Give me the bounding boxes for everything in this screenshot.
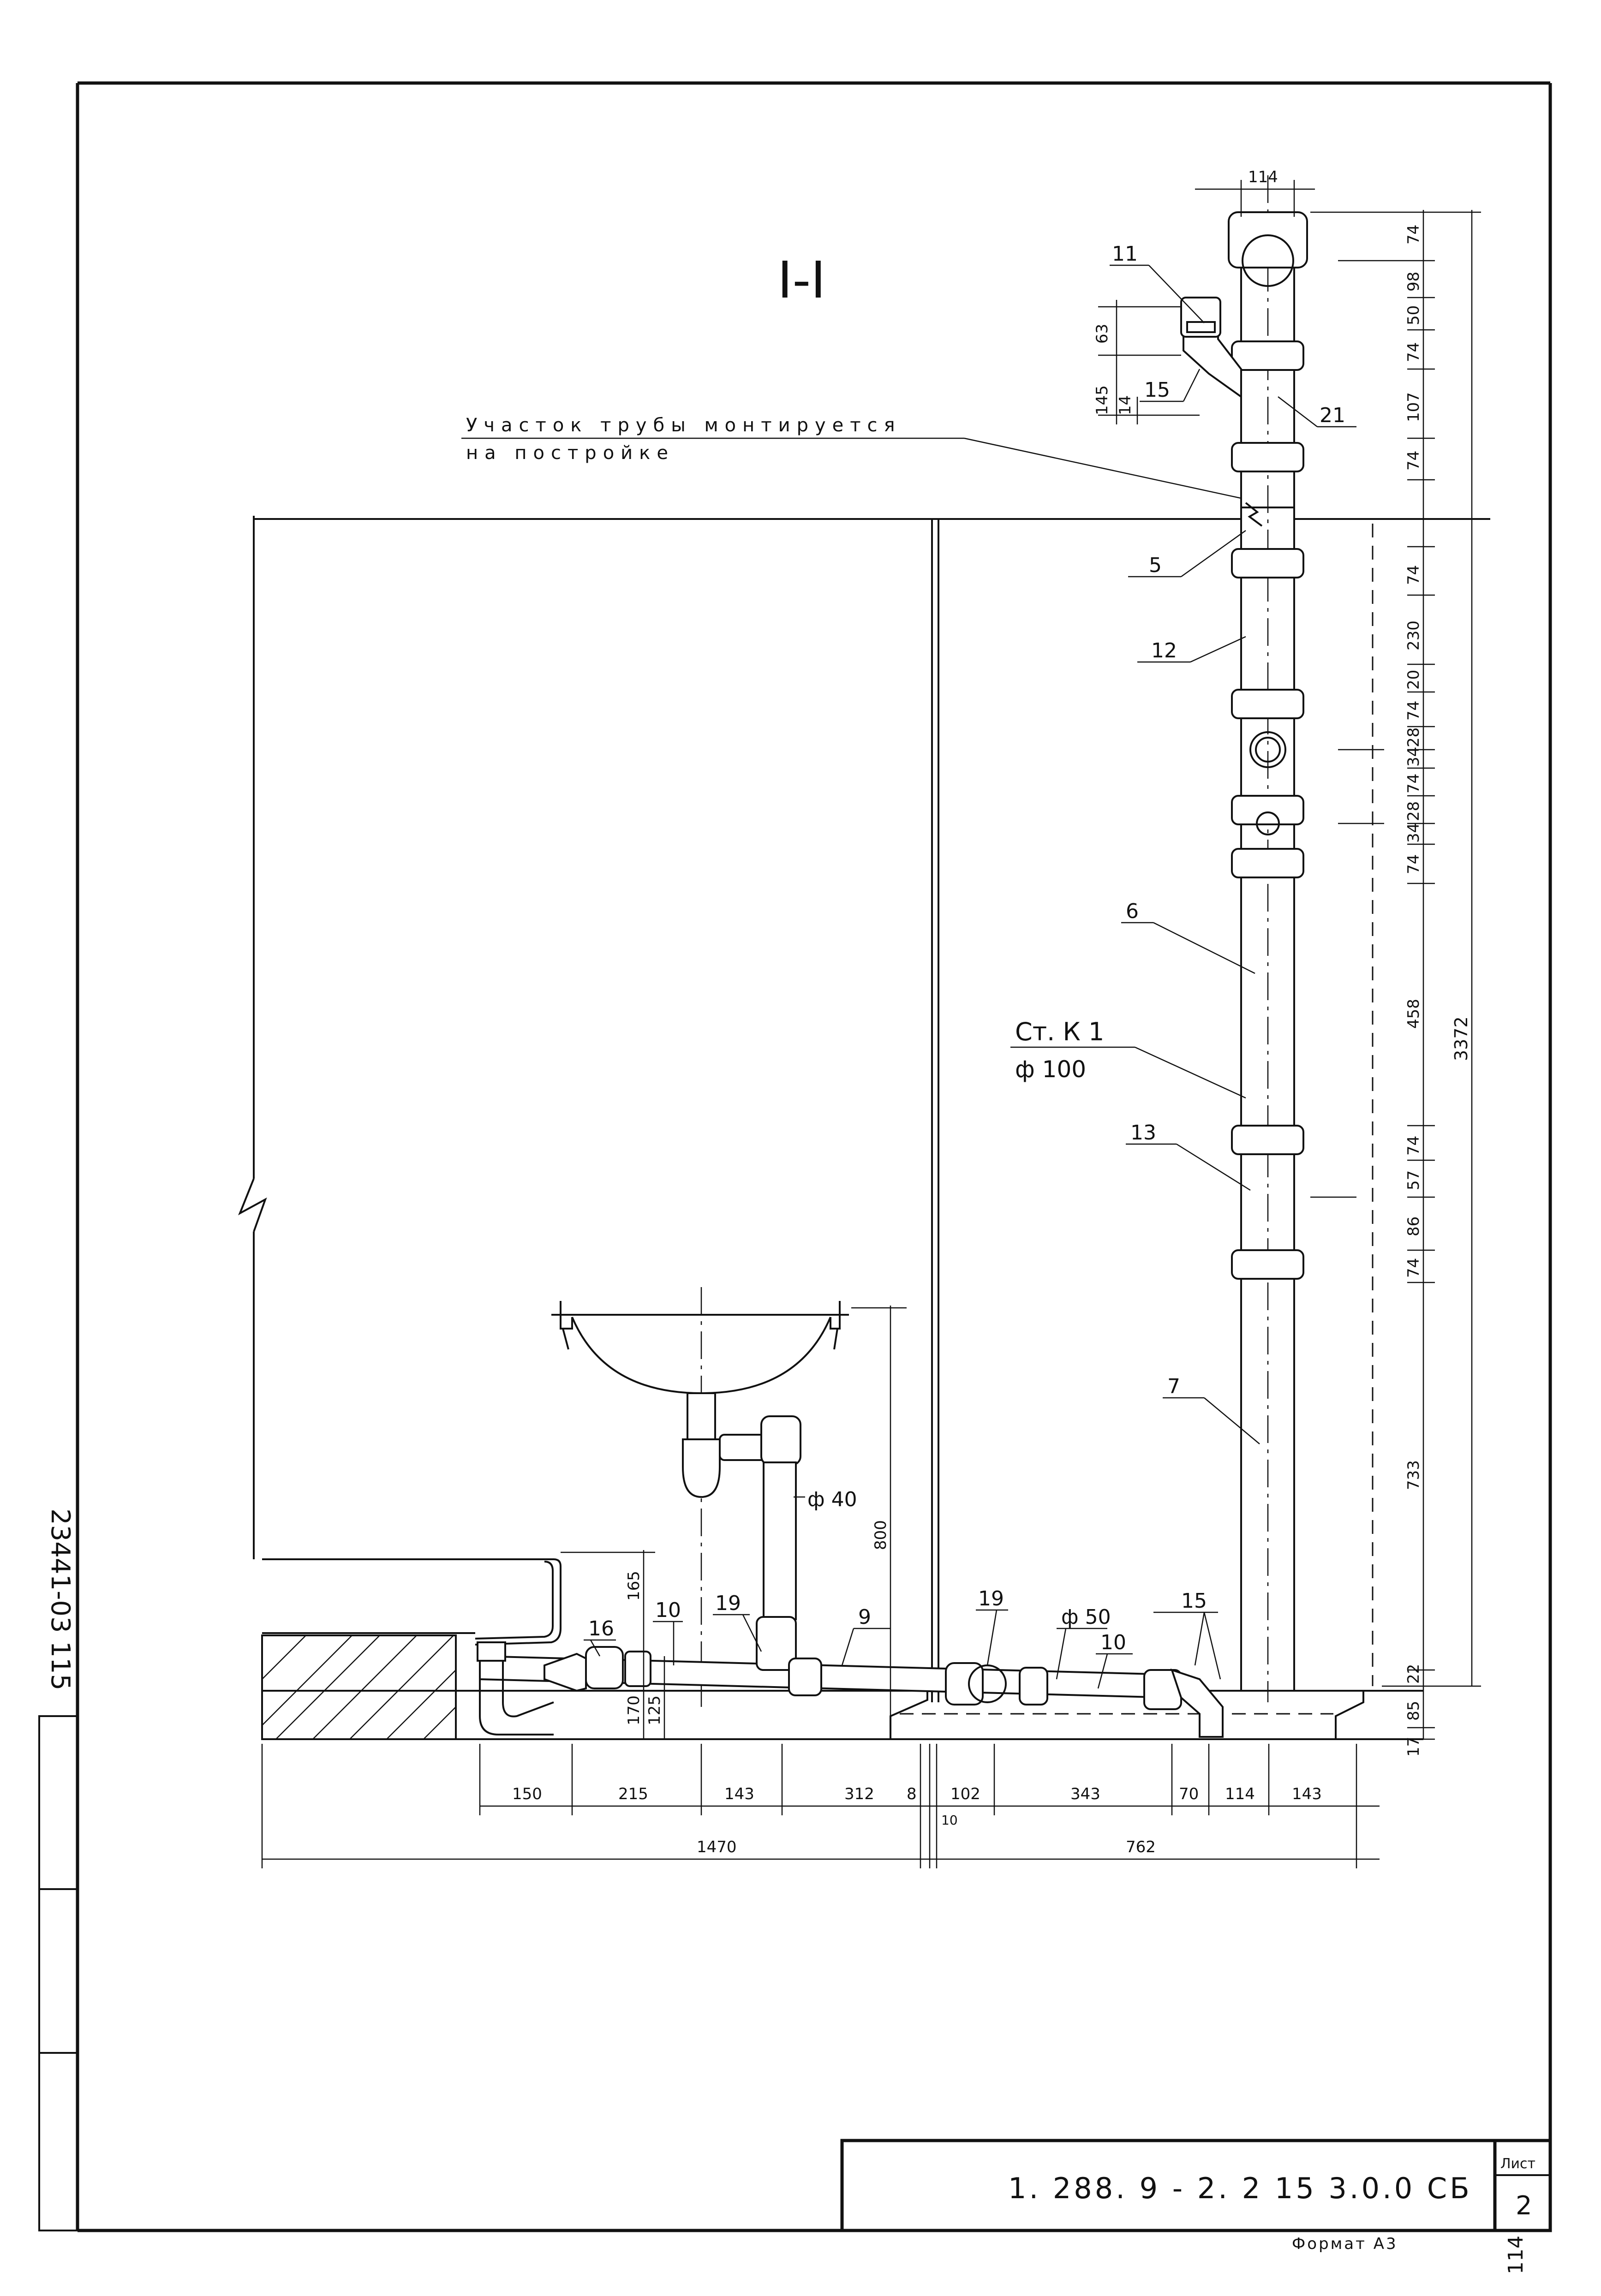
dim-b-5: 102 xyxy=(950,1785,980,1803)
dim-sink-0: 165 xyxy=(625,1571,643,1601)
corner-stamp: 114 xyxy=(1504,2236,1528,2274)
sink-dimensions: 800 165 170 125 xyxy=(561,1306,907,1739)
dim-sink-2: 125 xyxy=(645,1695,664,1725)
dim-r-3: 74 xyxy=(1404,342,1423,362)
branch-dimensions: 63 145 14 xyxy=(1093,300,1200,424)
dim-branch-0: 63 xyxy=(1093,324,1111,344)
horizontal-drain xyxy=(477,1616,1224,1738)
pos-16: 16 xyxy=(588,1617,614,1640)
dim-r-8: 20 xyxy=(1404,670,1423,690)
dim-b-1: 215 xyxy=(618,1785,648,1803)
pos-10-left: 10 xyxy=(655,1598,681,1622)
dim-right-total: 3372 xyxy=(1451,1016,1471,1061)
stack-label: Ст. К 1 xyxy=(1015,1017,1104,1046)
dim-sink-height: 800 xyxy=(872,1520,890,1550)
doc-code: 1. 288. 9 - 2. 2 15 3.0.0 СБ xyxy=(1008,2171,1472,2205)
vertical-stack xyxy=(1180,175,1308,1702)
dim-b-6: 343 xyxy=(1070,1785,1100,1803)
dim-r-15: 74 xyxy=(1404,854,1423,874)
pos-19-left: 19 xyxy=(715,1592,741,1615)
sheet-number: 2 xyxy=(1516,2191,1532,2221)
drain-diameter-floor: ф 50 xyxy=(1061,1605,1111,1629)
dim-b-8: 114 xyxy=(1225,1785,1255,1803)
dim-r-20: 74 xyxy=(1404,1258,1423,1278)
dim-b-small: 10 xyxy=(941,1813,958,1828)
dim-r-11: 34 xyxy=(1404,747,1423,767)
dim-b-0: 150 xyxy=(512,1785,542,1803)
dim-r-12: 74 xyxy=(1404,774,1423,793)
title-block: 1. 288. 9 - 2. 2 15 3.0.0 СБ Лист 2 Форм… xyxy=(840,2139,1552,2274)
dim-r-21: 733 xyxy=(1404,1460,1423,1490)
top-dimension: 114 xyxy=(1195,168,1315,217)
dim-r-0: 74 xyxy=(1404,225,1423,245)
dim-r-19: 86 xyxy=(1404,1217,1423,1236)
washbasin xyxy=(551,1287,849,1707)
sheet-label: Лист xyxy=(1500,2156,1535,2172)
dim-r-23: 85 xyxy=(1404,1701,1423,1721)
dim-r-1: 98 xyxy=(1404,272,1423,292)
right-dimension-chain: 74 98 50 74 107 74 74 230 20 74 28 34 74… xyxy=(1310,210,1481,1757)
dim-b-9: 143 xyxy=(1292,1785,1322,1803)
pos-10-right: 10 xyxy=(1100,1631,1126,1654)
pos-13: 13 xyxy=(1130,1121,1156,1145)
pos-11: 11 xyxy=(1112,242,1138,266)
pos-7: 7 xyxy=(1167,1375,1180,1398)
dim-b-7: 70 xyxy=(1179,1785,1199,1803)
socket-rings xyxy=(1231,340,1304,1280)
dim-r-14: 34 xyxy=(1404,823,1423,843)
dim-b-3: 312 xyxy=(844,1785,874,1803)
pos-6: 6 xyxy=(1126,900,1139,923)
pos-15-top: 15 xyxy=(1144,378,1170,402)
dim-r-13: 28 xyxy=(1404,801,1423,821)
mounting-note: Участок трубы монтируется на постройке xyxy=(461,415,1242,499)
dim-r-5: 74 xyxy=(1404,451,1423,471)
dim-branch-1: 145 xyxy=(1093,385,1111,415)
note-line-1: Участок трубы монтируется xyxy=(466,415,902,436)
bottom-dimension-chain: 150 215 143 312 8 102 343 70 114 143 10 … xyxy=(261,1744,1380,1868)
drain-diameter-sink: ф 40 xyxy=(807,1488,857,1511)
dim-sink-1: 170 xyxy=(625,1695,643,1725)
pos-9: 9 xyxy=(858,1605,871,1629)
pos-15-bottom: 15 xyxy=(1181,1589,1207,1613)
dim-r-17: 74 xyxy=(1404,1136,1423,1156)
side-stamp: 23441-03 115 xyxy=(45,1509,75,1690)
section-title: I-I xyxy=(777,250,826,310)
dim-b-2: 143 xyxy=(724,1785,754,1803)
pos-19-right: 19 xyxy=(978,1587,1004,1610)
note-line-2: на постройке xyxy=(466,442,675,464)
dim-b-4: 8 xyxy=(907,1785,917,1803)
dim-r-22: 22 xyxy=(1404,1664,1423,1684)
dim-r-4: 107 xyxy=(1404,392,1423,422)
dim-r-9: 74 xyxy=(1404,701,1423,721)
pos-12: 12 xyxy=(1151,639,1177,662)
dim-r-18: 57 xyxy=(1404,1170,1423,1190)
dim-r-10: 28 xyxy=(1404,728,1423,747)
stack-diameter: ф 100 xyxy=(1015,1056,1086,1083)
pos-21: 21 xyxy=(1320,404,1345,427)
dim-branch-2: 14 xyxy=(1116,395,1135,415)
dim-b-total-right: 762 xyxy=(1126,1838,1156,1856)
format-label: Формат А3 xyxy=(1292,2235,1398,2253)
dim-r-7: 230 xyxy=(1404,620,1423,650)
dim-r-2: 50 xyxy=(1404,305,1423,325)
pos-5: 5 xyxy=(1149,554,1162,577)
dim-r-24: 17 xyxy=(1404,1737,1423,1757)
dim-r-16: 458 xyxy=(1404,999,1423,1029)
dim-r-6: 74 xyxy=(1404,565,1423,585)
dim-b-total-left: 1470 xyxy=(697,1838,737,1856)
dim-top-width: 114 xyxy=(1248,168,1278,186)
position-callouts: 11 15 21 5 12 6 Ст. К 1 ф 100 13 7 16 10… xyxy=(584,242,1356,1689)
